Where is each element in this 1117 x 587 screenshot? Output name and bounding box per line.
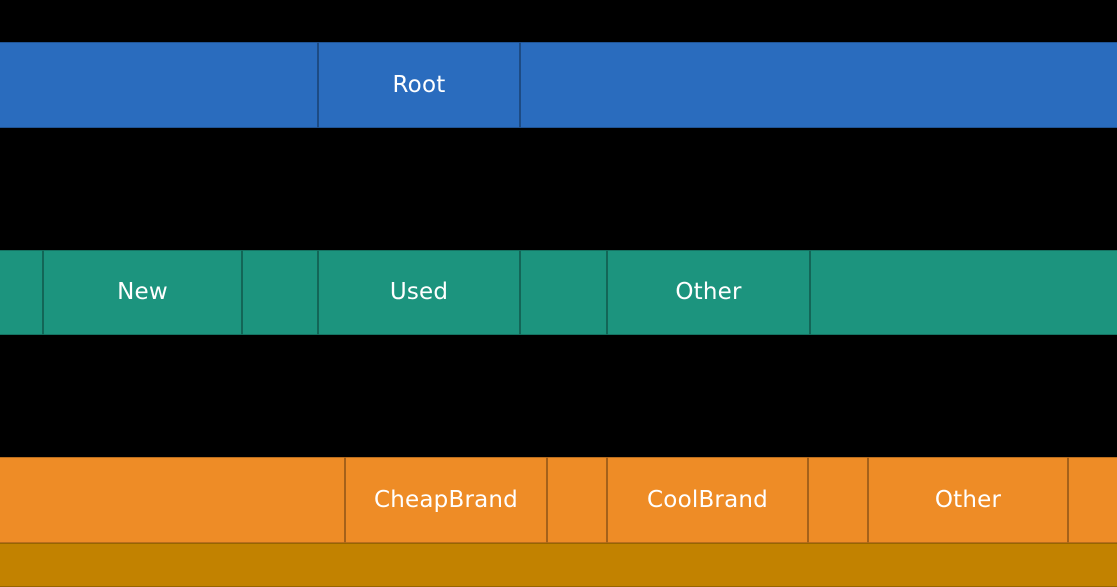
icicle-node-label: CheapBrand (374, 486, 518, 513)
icicle-node-unlabeled[interactable] (0, 250, 43, 335)
icicle-level-condition-level: New Used Other (0, 250, 1117, 335)
icicle-node-unlabeled[interactable] (520, 42, 1117, 128)
icicle-node-label: Used (389, 279, 449, 305)
icicle-node-label: CoolBrand (647, 486, 768, 513)
icicle-level-root-level: Root (0, 42, 1117, 128)
icicle-node-cheapbrand[interactable]: CheapBrand (345, 457, 547, 543)
icicle-node-label: Root (392, 71, 446, 98)
icicle-node-unlabeled[interactable] (520, 250, 607, 335)
icicle-node-unlabeled[interactable] (0, 42, 318, 128)
icicle-node-new[interactable]: New (43, 250, 242, 335)
icicle-node-unlabeled[interactable] (547, 457, 607, 543)
icicle-node-label: Other (934, 486, 1002, 513)
icicle-node-other[interactable]: Other (868, 457, 1068, 543)
icicle-node-label: New (117, 279, 168, 305)
icicle-node-unlabeled[interactable] (1068, 457, 1117, 543)
icicle-node-other[interactable]: Other (607, 250, 810, 335)
icicle-node-used[interactable]: Used (318, 250, 520, 335)
icicle-node-unlabeled[interactable] (808, 457, 868, 543)
icicle-node-unlabeled[interactable] (0, 457, 345, 543)
icicle-node-unlabeled[interactable] (0, 543, 1117, 587)
icicle-node-coolbrand[interactable]: CoolBrand (607, 457, 808, 543)
icicle-node-unlabeled[interactable] (242, 250, 318, 335)
icicle-node-label: Other (675, 279, 742, 305)
icicle-node-unlabeled[interactable] (810, 250, 1117, 335)
icicle-level-leaf-level (0, 543, 1117, 587)
icicle-level-brand-level: CheapBrand CoolBrand Other (0, 457, 1117, 543)
icicle-node-root[interactable]: Root (318, 42, 520, 128)
